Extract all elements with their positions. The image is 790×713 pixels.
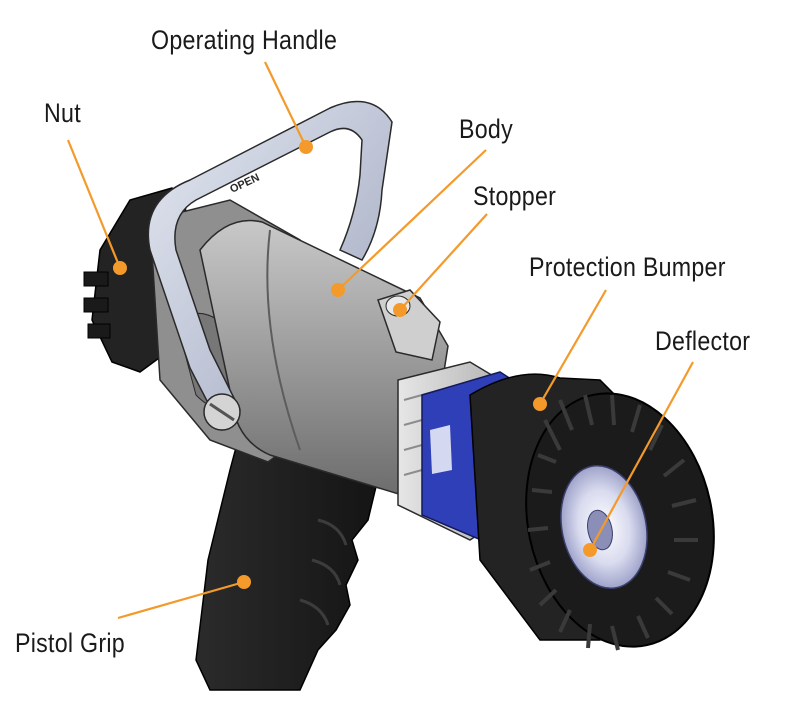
leader-lines: [66, 61, 694, 620]
dot-pistol-grip: [237, 575, 251, 589]
dot-protection-bumper: [533, 397, 547, 411]
dot-nut: [113, 261, 127, 275]
leader-operating-handle: [264, 61, 307, 148]
label-stopper: Stopper: [473, 181, 557, 211]
label-protection-bumper: Protection Bumper: [529, 252, 726, 282]
dot-operating-handle: [299, 140, 313, 154]
label-deflector: Deflector: [655, 326, 751, 356]
leader-body: [337, 149, 487, 291]
leader-dots: [113, 140, 597, 589]
leader-pistol-grip: [117, 580, 245, 620]
leader-stopper: [399, 213, 488, 311]
leader-deflector: [589, 361, 694, 551]
leader-protection-bumper: [539, 289, 607, 405]
dot-stopper: [393, 303, 407, 317]
dot-deflector: [583, 543, 597, 557]
leader-nut: [66, 139, 122, 269]
label-operating-handle: Operating Handle: [151, 25, 338, 55]
label-pistol-grip: Pistol Grip: [15, 628, 125, 658]
label-body: Body: [459, 114, 513, 144]
dot-body: [331, 283, 345, 297]
label-nut: Nut: [44, 98, 81, 128]
pivot-screw: [203, 393, 241, 431]
